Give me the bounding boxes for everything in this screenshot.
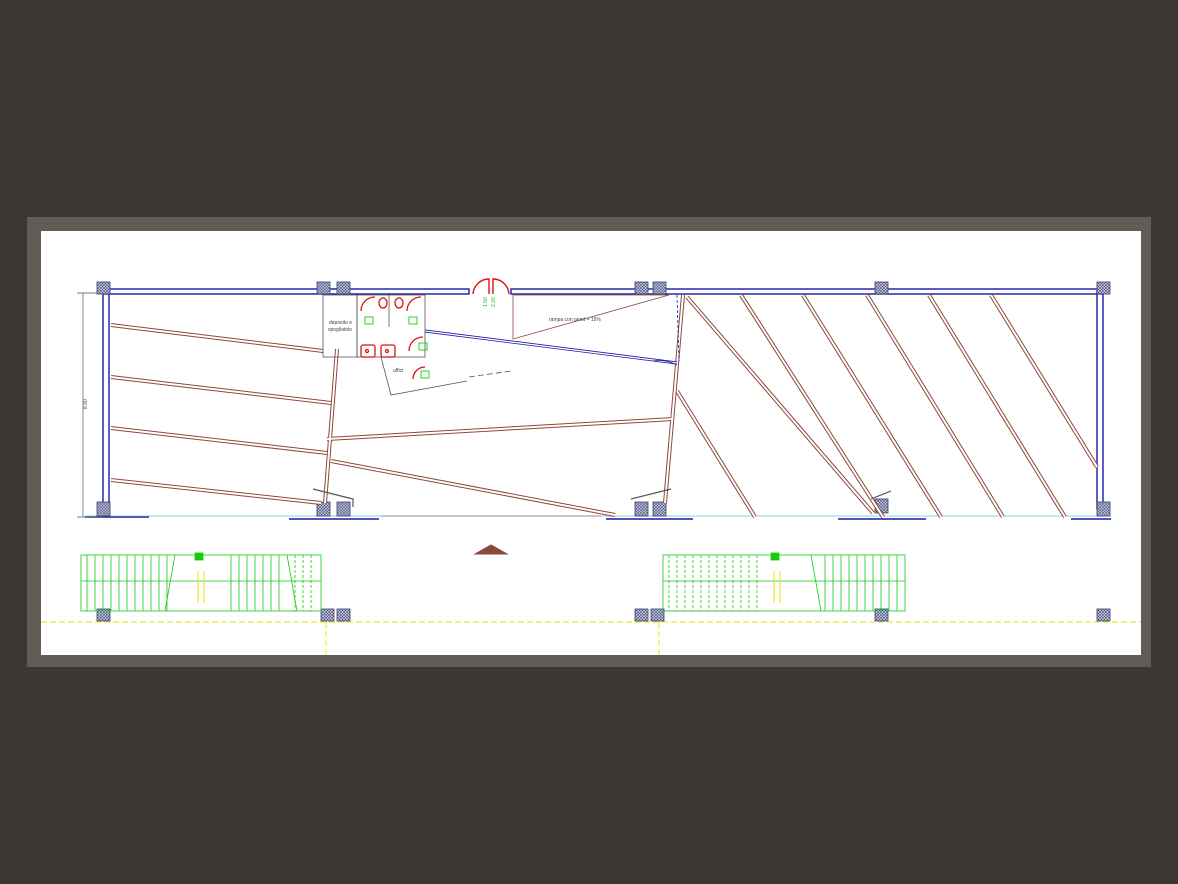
fixture-markers	[364, 316, 430, 379]
stair-section-left	[80, 552, 322, 612]
door-label-height: 2.20	[491, 297, 497, 307]
access-ramp	[424, 294, 680, 366]
door-label-width: 1.50	[483, 297, 489, 307]
dimension-label: 8.90	[83, 399, 89, 409]
outer-walls	[85, 288, 1111, 520]
exit-ramps	[312, 488, 892, 507]
stair-section-right	[662, 552, 906, 612]
room-label-changing: spogliatoio	[328, 327, 352, 333]
grid-axes	[41, 621, 1141, 655]
vertical-dimension	[77, 292, 103, 518]
entry-door	[472, 278, 510, 295]
sanitary-fixtures	[360, 296, 426, 380]
room-label-storage: deposito e	[329, 320, 352, 326]
ramp-label: rampa con pend = 15%	[549, 317, 601, 323]
structural-columns	[96, 281, 1111, 622]
service-block	[322, 294, 512, 396]
stair-notes	[197, 571, 781, 603]
room-label-office: uffici	[393, 368, 403, 374]
left-parking-ramps	[110, 294, 685, 517]
north-arrow-icon	[473, 544, 509, 555]
floor-plan-drawing: 8.90	[41, 278, 1141, 655]
